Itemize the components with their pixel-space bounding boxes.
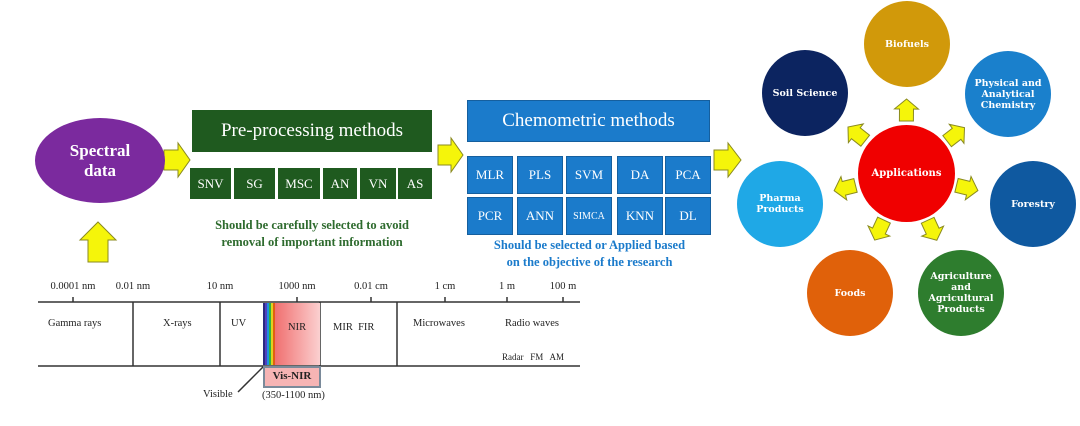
application-label: Biofuels bbox=[885, 38, 929, 50]
application-circle: Pharma Products bbox=[737, 161, 823, 247]
tick-label: 100 m bbox=[549, 281, 577, 292]
spectral-data-label: Spectral data bbox=[69, 140, 131, 180]
arrow-icon bbox=[920, 216, 945, 241]
application-label: Physical and Analytical Chemistry bbox=[974, 77, 1042, 111]
method-box: PCR bbox=[467, 197, 513, 235]
fm-label: FM bbox=[530, 352, 544, 362]
band-label: Radio waves bbox=[505, 318, 559, 329]
am-label: AM bbox=[549, 352, 565, 362]
nir-band bbox=[275, 303, 320, 365]
arrow-icon bbox=[954, 175, 979, 202]
note-line: Should be carefully selected to avoid bbox=[215, 218, 409, 232]
method-box: PCA bbox=[665, 156, 711, 194]
method-box: AN bbox=[323, 168, 357, 199]
tick-label: 1 m bbox=[498, 281, 516, 292]
application-circle: Agriculture and Agricultural Products bbox=[918, 250, 1004, 336]
method-box: SNV bbox=[190, 168, 231, 199]
visnir-range: (350-1100 nm) bbox=[262, 390, 325, 401]
method-box: MLR bbox=[467, 156, 513, 194]
arrow-icon bbox=[867, 216, 892, 241]
method-box: MSC bbox=[278, 168, 320, 199]
application-label: Forestry bbox=[1011, 198, 1055, 210]
preprocessing-note: Should be carefully selected to avoid re… bbox=[192, 217, 432, 251]
radio-sub-labels: Radar FM AM bbox=[502, 352, 564, 362]
arrow-icon bbox=[942, 123, 966, 148]
arrow-right-icon bbox=[163, 141, 191, 179]
application-circle: Biofuels bbox=[864, 1, 950, 87]
visible-band bbox=[263, 303, 275, 365]
band-label: Gamma rays bbox=[48, 318, 102, 329]
spectral-data-node: Spectral data bbox=[35, 118, 165, 203]
visnir-label: Vis-NIR bbox=[272, 370, 312, 382]
tick-label: 0.0001 nm bbox=[50, 281, 96, 292]
band-label: MIR FIR bbox=[333, 322, 375, 333]
tick-label: 0.01 cm bbox=[354, 281, 388, 292]
tick-label: 10 nm bbox=[206, 281, 234, 292]
radar-label: Radar bbox=[502, 352, 524, 362]
application-label: Soil Science bbox=[772, 87, 838, 99]
method-box: VN bbox=[360, 168, 396, 199]
note-line: on the objective of the research bbox=[506, 255, 673, 269]
method-box: PLS bbox=[517, 156, 563, 194]
application-circle: Foods bbox=[807, 250, 893, 336]
arrow-right-icon bbox=[713, 141, 742, 179]
method-box: AS bbox=[398, 168, 432, 199]
arrow-up-icon bbox=[78, 221, 118, 263]
chemometric-title: Chemometric methods bbox=[467, 100, 710, 142]
arrow-icon bbox=[833, 175, 858, 202]
method-box: SIMCA bbox=[566, 197, 612, 235]
chemometric-note: Should be selected or Applied based on t… bbox=[467, 237, 712, 271]
applications-label: Applications bbox=[871, 168, 942, 179]
application-label: Pharma Products bbox=[756, 193, 804, 215]
application-circle: Physical and Analytical Chemistry bbox=[965, 51, 1051, 137]
application-circle: Forestry bbox=[990, 161, 1076, 247]
method-box: SG bbox=[234, 168, 275, 199]
application-label: Foods bbox=[834, 287, 866, 299]
arrow-icon bbox=[893, 98, 920, 122]
method-box: SVM bbox=[566, 156, 612, 194]
tick-label: 1000 nm bbox=[278, 281, 316, 292]
method-box: DA bbox=[617, 156, 663, 194]
tick-label: 1 cm bbox=[434, 281, 456, 292]
band-label: Microwaves bbox=[413, 318, 465, 329]
applications-center: Applications bbox=[858, 125, 955, 222]
note-line: removal of important information bbox=[221, 235, 403, 249]
note-line: Should be selected or Applied based bbox=[493, 238, 686, 252]
tick-label: 0.01 nm bbox=[115, 281, 151, 292]
method-box: DL bbox=[665, 197, 711, 235]
visnir-box bbox=[263, 366, 321, 388]
method-box: KNN bbox=[617, 197, 663, 235]
preprocessing-title: Pre-processing methods bbox=[192, 110, 432, 152]
band-label: UV bbox=[231, 318, 247, 329]
band-label: X-rays bbox=[163, 318, 192, 329]
visible-label: Visible bbox=[203, 389, 233, 400]
band-label: NIR bbox=[288, 322, 307, 333]
arrow-right-icon bbox=[437, 136, 464, 174]
arrow-icon bbox=[847, 123, 871, 147]
application-circle: Soil Science bbox=[762, 50, 848, 136]
method-box: ANN bbox=[517, 197, 563, 235]
application-label: Agriculture and Agricultural Products bbox=[928, 271, 994, 315]
